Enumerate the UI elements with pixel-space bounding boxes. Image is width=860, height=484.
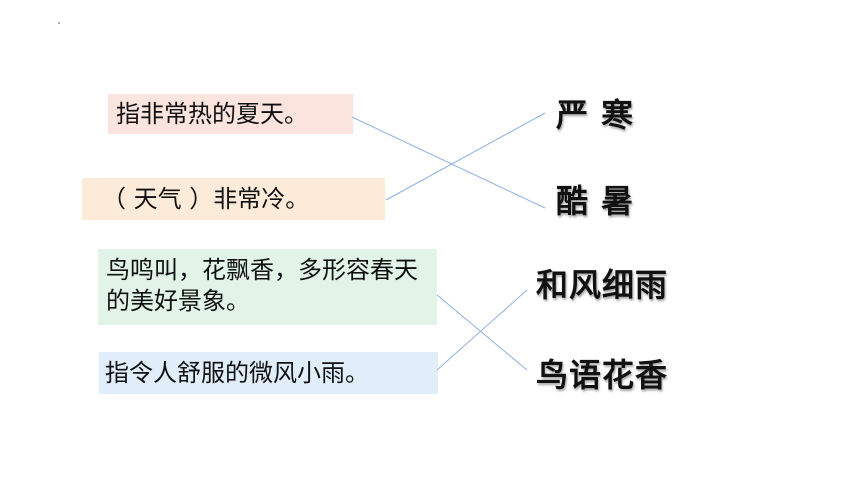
- term-2[interactable]: 酷 暑: [556, 182, 635, 220]
- definition-1[interactable]: 指非常热的夏天。: [108, 94, 353, 134]
- stray-dot: [58, 22, 60, 24]
- definition-3[interactable]: 鸟鸣叫，花飘香，多形容春天的美好景象。: [98, 249, 437, 325]
- term-4[interactable]: 鸟语花香: [536, 356, 669, 394]
- connector-line-2: [385, 112, 546, 201]
- term-3[interactable]: 和风细雨: [536, 266, 669, 304]
- connector-line-3: [436, 294, 528, 371]
- connector-line-4: [436, 289, 528, 371]
- definition-4[interactable]: 指令人舒服的微风小雨。: [99, 352, 438, 394]
- definition-2[interactable]: （ 天气 ）非常冷。: [82, 178, 385, 220]
- term-1[interactable]: 严 寒: [556, 96, 635, 134]
